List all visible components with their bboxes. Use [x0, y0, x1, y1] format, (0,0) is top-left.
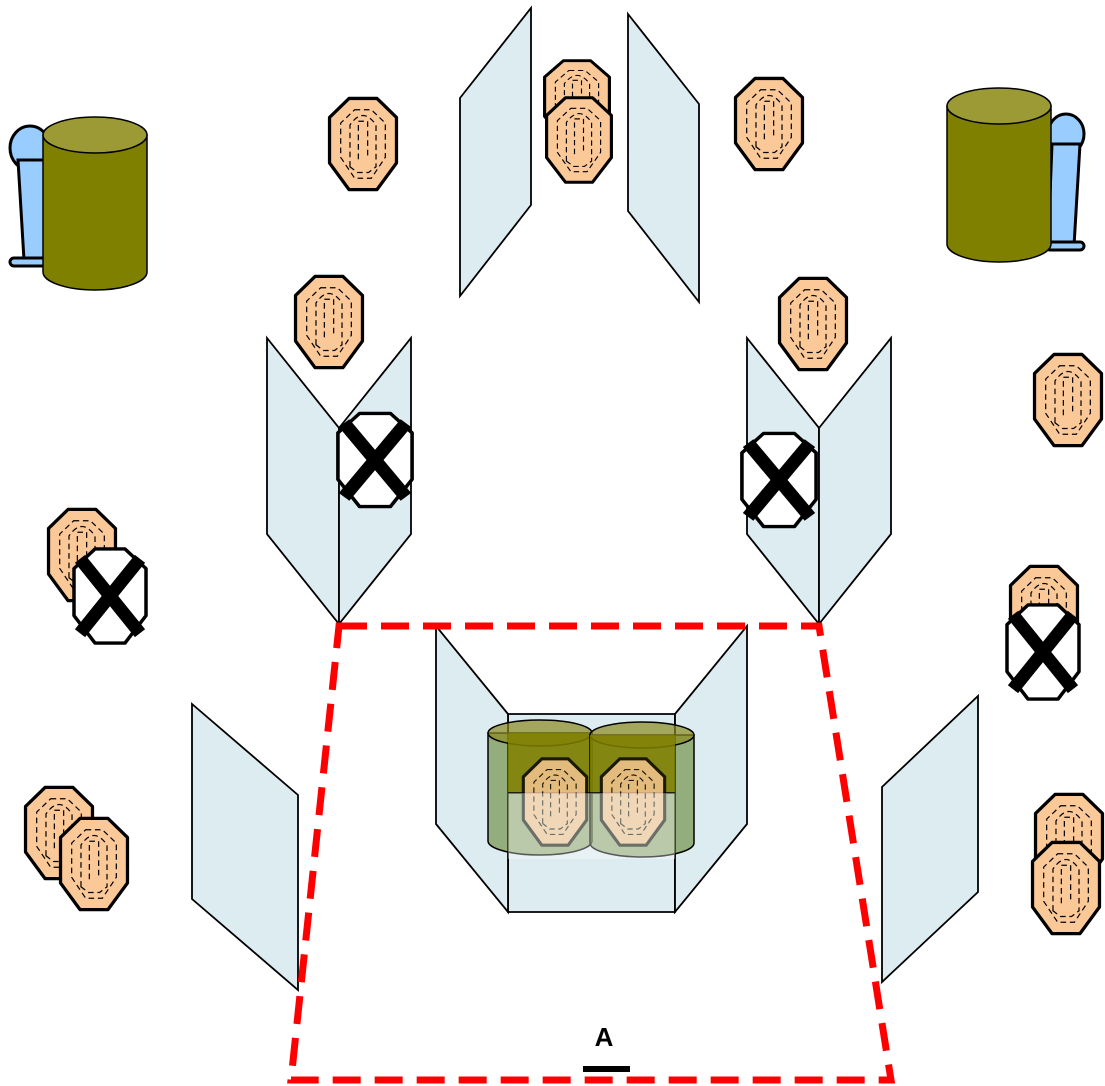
cylinder-drum-icon: [42, 116, 148, 291]
cylinder-drum-icon: [946, 87, 1052, 263]
observation-zone-outline: [287, 622, 896, 1084]
glass-panel-icon: [191, 693, 979, 992]
person-top-view-icon: [1030, 840, 1102, 936]
glass-panel-icon: [459, 5, 700, 305]
crossed-out-person-icon: [74, 549, 146, 643]
person-top-view-icon: [293, 274, 365, 370]
person-top-view-icon: [733, 76, 805, 172]
crossed-out-person-icon: [1007, 605, 1079, 699]
crossed-out-person-icon: [742, 433, 816, 526]
person-top-view-icon: [58, 816, 130, 912]
person-top-view-icon: [327, 96, 399, 192]
label-a: A: [595, 1022, 614, 1052]
person-top-view-icon: [777, 276, 849, 372]
crossed-out-person-icon: [338, 413, 412, 506]
person-top-view-icon: [545, 96, 613, 184]
person-top-view-icon: [1032, 352, 1104, 448]
